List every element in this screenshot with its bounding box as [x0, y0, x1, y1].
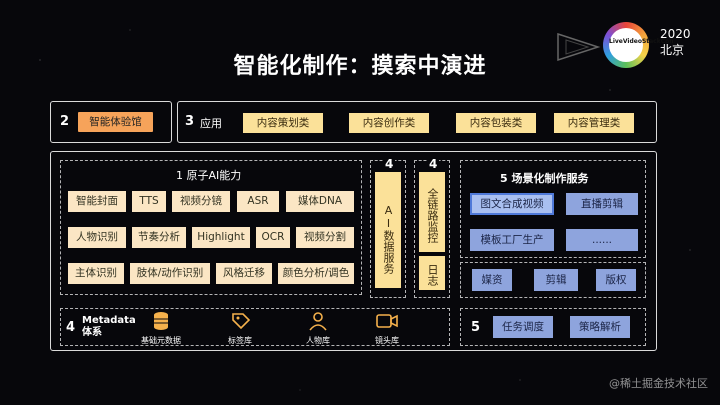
event-year: 2020: [660, 27, 691, 41]
capability-highlight[interactable]: Highlight: [192, 227, 250, 248]
full-link-monitor[interactable]: 全链路监控: [419, 172, 445, 252]
scheduler-panel: [460, 308, 646, 346]
capability-rhythm-analysis[interactable]: 节奏分析: [132, 227, 186, 248]
scheduler-number: 5: [471, 320, 481, 335]
metadata-title-line1: Metadata: [82, 315, 136, 326]
log-service-label: 日志: [426, 263, 439, 286]
task-scheduling[interactable]: 任务调度: [493, 316, 553, 338]
capability-video-segmentation[interactable]: 视频分割: [296, 227, 354, 248]
experience-number: 2: [60, 114, 70, 129]
capability-ocr[interactable]: OCR: [256, 227, 290, 248]
capability-smart-cover[interactable]: 智能封面: [68, 191, 126, 212]
metadata-title: Metadata 体系: [82, 315, 136, 339]
app-content-packaging[interactable]: 内容包装类: [456, 113, 536, 133]
capability-shot-split[interactable]: 视频分镜: [172, 191, 230, 212]
metadata-item-shots[interactable]: 镜头库: [362, 311, 412, 346]
watermark: @稀土掘金技术社区: [609, 377, 708, 390]
service-editing[interactable]: 剪辑: [534, 269, 578, 291]
atomic-ai-panel: [60, 160, 362, 295]
apps-title: 应用: [200, 117, 222, 130]
database-icon: [154, 312, 168, 330]
metadata-item-basic[interactable]: 基础元数据: [136, 311, 186, 346]
platform-panel: [50, 151, 657, 351]
ai-data-number: 4: [383, 157, 396, 171]
ai-data-service[interactable]: AI数据服务: [375, 172, 401, 288]
tag-icon: [232, 313, 251, 330]
scene-sub-panel: [460, 262, 646, 298]
event-city: 北京: [660, 43, 685, 57]
service-copyright[interactable]: 版权: [596, 269, 636, 291]
scene-service-panel: [460, 160, 646, 258]
metadata-title-line2: 体系: [82, 327, 102, 338]
person-icon: [309, 312, 327, 331]
capability-subject-recognition[interactable]: 主体识别: [68, 263, 124, 284]
experience-button[interactable]: 智能体验馆: [78, 112, 153, 132]
ai-data-service-label: AI数据服务: [382, 204, 395, 274]
capability-tts[interactable]: TTS: [132, 191, 166, 212]
capability-color-analysis[interactable]: 颜色分析/调色: [278, 263, 354, 284]
app-content-creation[interactable]: 内容创作类: [349, 113, 429, 133]
metadata-label-people: 人物库: [306, 336, 330, 345]
scene-text-to-video[interactable]: 图文合成视频: [470, 193, 554, 215]
log-service[interactable]: 日志: [419, 256, 445, 290]
logo-triangle-icon: [557, 32, 601, 62]
metadata-label-tags: 标签库: [228, 336, 252, 345]
apps-number: 3: [185, 114, 195, 129]
service-media-assets[interactable]: 媒资: [472, 269, 512, 291]
scene-template-factory[interactable]: 模板工厂生产: [470, 229, 554, 251]
scene-more[interactable]: ......: [566, 229, 638, 251]
capability-style-transfer[interactable]: 风格迁移: [216, 263, 272, 284]
scene-service-title: 5 场景化制作服务: [500, 172, 589, 185]
metadata-number: 4: [66, 320, 76, 335]
full-link-monitor-label: 全链路监控: [426, 187, 439, 243]
capability-media-dna[interactable]: 媒体DNA: [286, 191, 354, 212]
app-content-management[interactable]: 内容管理类: [554, 113, 634, 133]
strategy-parsing[interactable]: 策略解析: [570, 316, 630, 338]
logo-text: LiveVideoStackCon: [609, 28, 674, 62]
capability-body-action-recognition[interactable]: 肢体/动作识别: [130, 263, 210, 284]
app-content-planning[interactable]: 内容策划类: [243, 113, 323, 133]
metadata-label-basic: 基础元数据: [141, 336, 181, 345]
capability-person-recognition[interactable]: 人物识别: [68, 227, 126, 248]
camera-icon: [376, 314, 398, 328]
page-title: 智能化制作：摸索中演进: [233, 54, 487, 79]
monitor-number: 4: [427, 157, 440, 171]
capability-asr[interactable]: ASR: [237, 191, 279, 212]
scene-live-clip[interactable]: 直播剪辑: [566, 193, 638, 215]
experience-panel: [50, 101, 172, 143]
metadata-label-shots: 镜头库: [375, 336, 399, 345]
apps-panel: [177, 101, 657, 143]
metadata-item-people[interactable]: 人物库: [293, 311, 343, 346]
atomic-ai-title: 1 原子AI能力: [176, 169, 242, 182]
event-info: 2020 北京: [660, 26, 691, 58]
metadata-panel: [60, 308, 450, 346]
metadata-item-tags[interactable]: 标签库: [215, 311, 265, 346]
